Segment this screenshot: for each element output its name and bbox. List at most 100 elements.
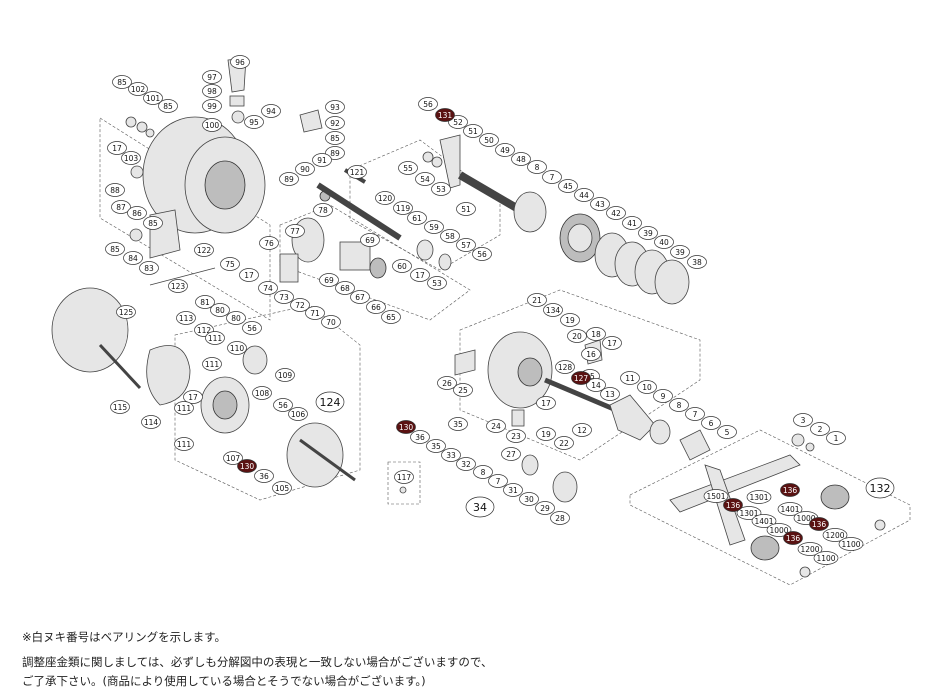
callout-circle: [313, 203, 333, 217]
group-label-34: 34: [465, 496, 495, 518]
callout-circle: [183, 390, 203, 404]
callout-circle: [558, 179, 578, 193]
dark-callout-text: 136: [783, 486, 798, 495]
callout-text: 69: [365, 236, 375, 245]
dark-callout-131: 131: [435, 108, 455, 122]
dark-callout-136: 136: [809, 517, 829, 531]
callout-17: 17: [107, 141, 127, 155]
callout-circle: [519, 492, 539, 506]
callout-circle: [426, 439, 446, 453]
dark-callout-circle: [783, 531, 803, 545]
callout-text: 75: [225, 260, 235, 269]
callout-17: 17: [239, 268, 259, 282]
washer-103: [130, 165, 144, 179]
callout-103: 103: [121, 151, 141, 165]
callout-text: 1100: [816, 554, 835, 563]
callout-circle: [410, 430, 430, 444]
gear-57: [438, 253, 452, 271]
callout-text: 113: [179, 314, 194, 323]
callout-text: 85: [110, 245, 120, 254]
callout-109: 109: [275, 368, 295, 382]
callout-92: 92: [325, 116, 345, 130]
callout-27: 27: [501, 447, 521, 461]
callout-19: 19: [560, 313, 580, 327]
group-label-132: 132: [865, 477, 895, 499]
callout-text: 2: [818, 425, 823, 434]
star-drag-11: [609, 394, 656, 441]
callout-circle: [543, 303, 563, 317]
callout-119: 119: [393, 201, 413, 215]
callout-text: 11: [625, 374, 635, 383]
handle-side-assembly: [454, 331, 711, 503]
callout-85: 85: [158, 99, 178, 113]
callout-circle: [670, 245, 690, 259]
callout-25: 25: [453, 383, 473, 397]
callout-circle: [143, 91, 163, 105]
callout-circle: [495, 143, 515, 157]
callout-circle: [797, 542, 823, 556]
callout-text: 85: [163, 102, 173, 111]
callout-circle: [194, 243, 214, 257]
cap-3: [791, 433, 805, 447]
callout-121: 121: [347, 165, 367, 179]
callout-text: 1200: [800, 545, 819, 554]
callout-circle: [168, 279, 188, 293]
callout-circle: [511, 152, 531, 166]
callout-text: 44: [579, 191, 589, 200]
part-100-piece: [231, 110, 245, 124]
callout-circle: [586, 378, 606, 392]
callout-text: 85: [148, 219, 158, 228]
callout-7: 7: [542, 170, 562, 184]
callout-6: 6: [701, 416, 721, 430]
callout-circle: [415, 172, 435, 186]
callout-text: 6: [709, 419, 714, 428]
callout-circle: [424, 220, 444, 234]
callout-54: 54: [415, 172, 435, 186]
callout-text: 105: [275, 484, 290, 493]
callout-circle: [527, 160, 547, 174]
callout-102: 102: [128, 82, 148, 96]
callout-text: 89: [330, 149, 340, 158]
callout-74: 74: [258, 281, 278, 295]
callout-text: 99: [207, 102, 217, 111]
callout-text: 84: [128, 254, 138, 263]
callout-1: 1: [826, 431, 846, 445]
callout-text: 57: [461, 241, 471, 250]
callout-text: 13: [605, 390, 615, 399]
washer-2: [805, 442, 815, 452]
callout-111: 111: [174, 437, 194, 451]
callout-text: 35: [431, 442, 441, 451]
callout-55: 55: [398, 161, 418, 175]
callout-text: 52: [453, 118, 463, 127]
callout-text: 96: [235, 58, 245, 67]
dark-callout-circle: [571, 371, 591, 385]
callout-circle: [220, 257, 240, 271]
callout-86: 86: [127, 206, 147, 220]
callout-circle: [288, 407, 308, 421]
callout-circle: [453, 383, 473, 397]
callout-circle: [139, 261, 159, 275]
callout-circle: [488, 474, 508, 488]
callout-text: 77: [290, 227, 300, 236]
callout-text: 42: [611, 209, 621, 218]
callout-text: 103: [124, 154, 139, 163]
callout-text: 8: [481, 468, 486, 477]
bearing-note: ※白ヌキ番号はベアリングを示します。: [22, 630, 226, 644]
callout-circle: [158, 99, 178, 113]
gear-109: [242, 345, 268, 375]
washer-101: [145, 128, 155, 138]
bracket-74: [279, 253, 299, 283]
callout-circle: [202, 118, 222, 132]
callout-circle: [751, 514, 777, 528]
callout-text: 8: [535, 163, 540, 172]
bearing-54: [431, 156, 443, 168]
callout-circle: [366, 300, 386, 314]
callout-circle: [295, 162, 315, 176]
callout-circle: [205, 331, 225, 345]
callout-78: 78: [313, 203, 333, 217]
callout-text: 60: [397, 262, 407, 271]
callout-61: 61: [407, 211, 427, 225]
dark-callout-circle: [780, 483, 800, 497]
callout-40: 40: [654, 235, 674, 249]
